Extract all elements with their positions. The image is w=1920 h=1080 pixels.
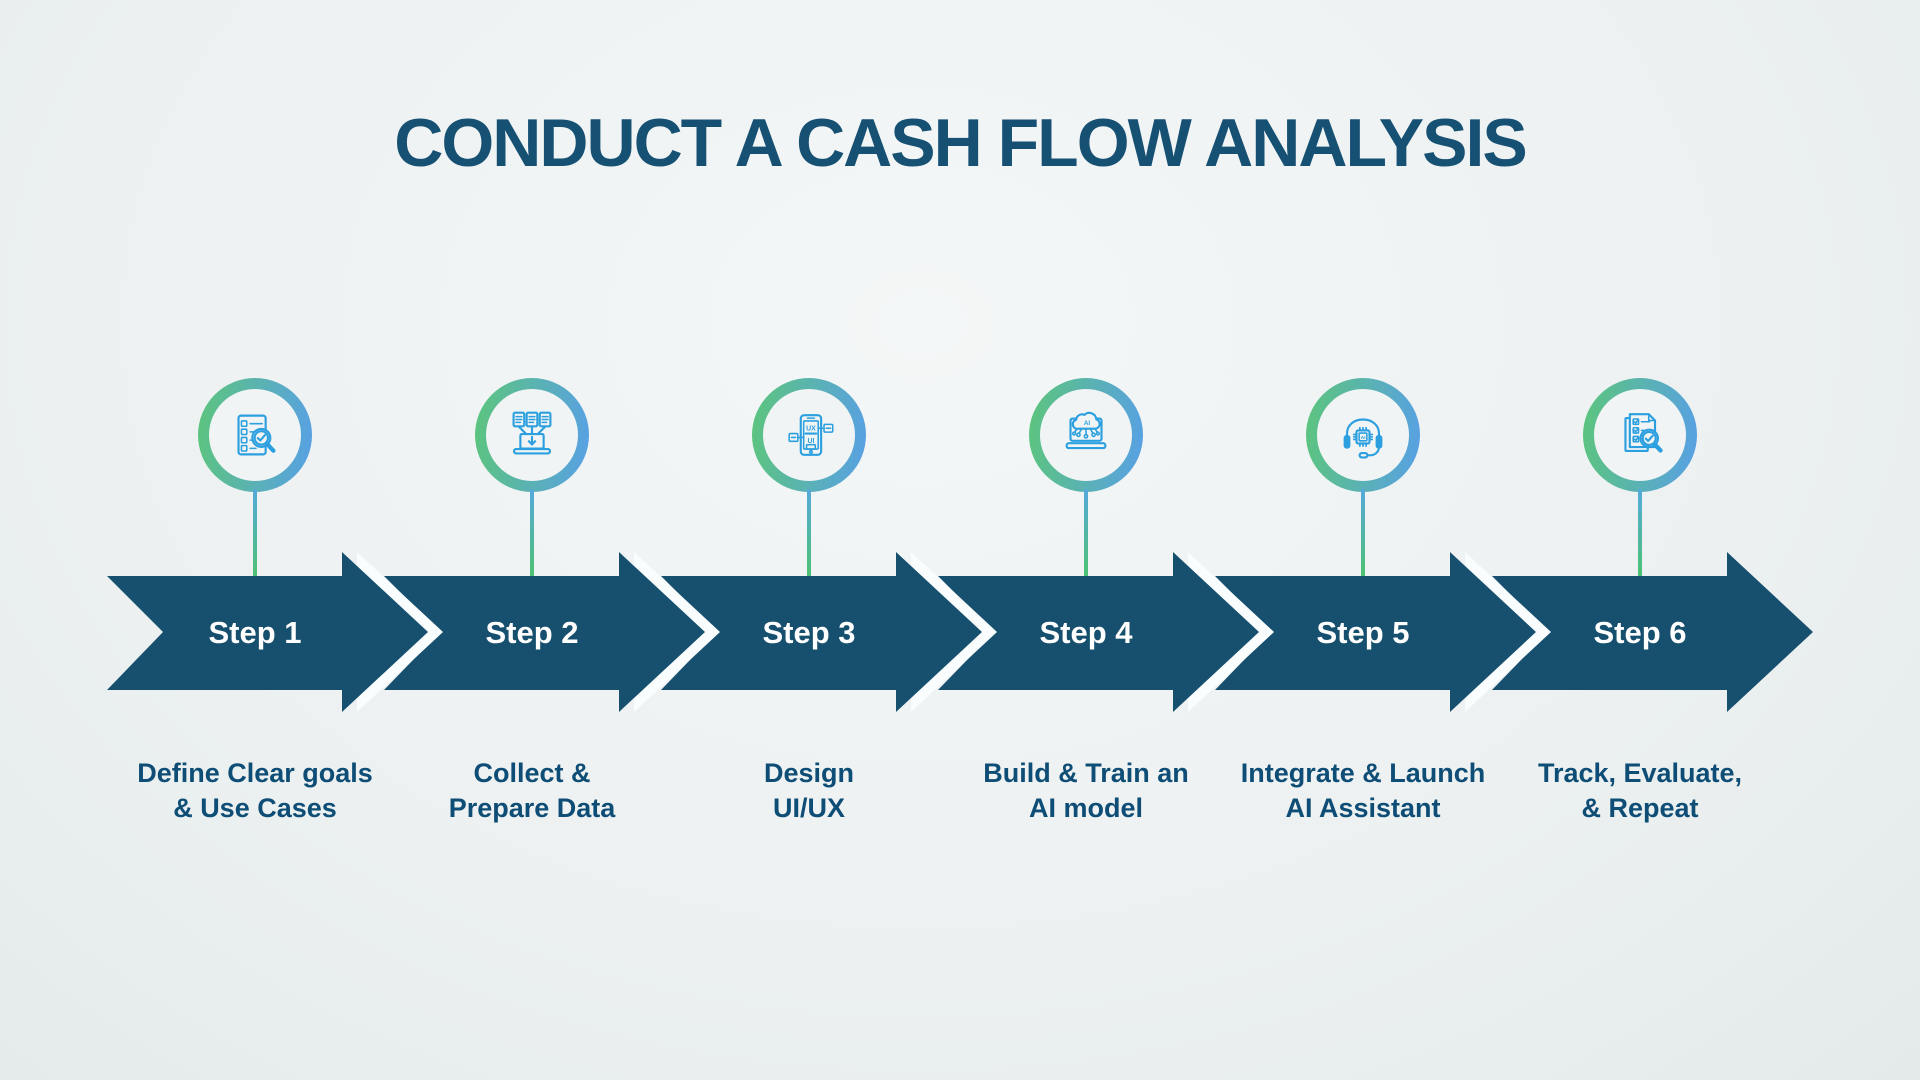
step-2-circle-inner: [486, 389, 578, 481]
step-6-description-line2: & Repeat: [1581, 793, 1699, 823]
step-1-label: Step 1: [208, 615, 302, 650]
step-3-description-line2: UI/UX: [772, 793, 845, 823]
step-6-label: Step 6: [1593, 615, 1687, 650]
step-4-description: Build & Train an AI model: [948, 756, 1224, 826]
step-4-connector-line: [1084, 489, 1088, 581]
svg-text:UX: UX: [806, 426, 816, 433]
step-5-description-line1: Integrate & Launch: [1240, 758, 1486, 788]
step-2-description-line2: Prepare Data: [448, 793, 616, 823]
step-6-connector-line: [1638, 489, 1642, 581]
step-1-description: Define Clear goals & Use Cases: [117, 756, 393, 826]
step-6-description-line1: Track, Evaluate,: [1537, 758, 1743, 788]
step-6-circle: [1583, 378, 1697, 492]
step-5-circle: AI: [1306, 378, 1420, 492]
step-2-description-line1: Collect &: [473, 758, 591, 788]
step-5-description: Integrate & Launch AI Assistant: [1225, 756, 1501, 826]
step-6-description: Track, Evaluate, & Repeat: [1502, 756, 1778, 826]
data-collection-laptop-icon: [512, 411, 552, 455]
ai-cloud-laptop-icon: AI: [1065, 411, 1107, 450]
step-3-circle-inner: UX UI: [763, 389, 855, 481]
step-5-circle-inner: AI: [1317, 389, 1409, 481]
step-5-label: Step 5: [1316, 615, 1410, 650]
step-4-description-line1: Build & Train an: [983, 758, 1189, 788]
svg-text:AI: AI: [1084, 420, 1091, 427]
step-5-connector-line: [1361, 489, 1365, 581]
step-1-description-line2: & Use Cases: [173, 793, 337, 823]
step-1-connector-line: [253, 489, 257, 581]
step-3-circle: UX UI: [752, 378, 866, 492]
ui-ux-phone-icon: UX UI: [788, 414, 834, 456]
step-3-label: Step 3: [762, 615, 856, 650]
step-4-circle-inner: AI: [1040, 389, 1132, 481]
step-3-description: Design UI/UX: [671, 756, 947, 826]
step-1-circle-inner: [209, 389, 301, 481]
evaluation-checklist-magnifier-icon: [1624, 413, 1663, 453]
step-4-label: Step 4: [1039, 615, 1133, 650]
step-2-description: Collect & Prepare Data: [394, 756, 670, 826]
page-title: CONDUCT A CASH FLOW ANALYSIS: [394, 105, 1527, 181]
step-1-circle: [198, 378, 312, 492]
step-5-description-line2: AI Assistant: [1285, 793, 1441, 823]
step-2-circle: [475, 378, 589, 492]
step-2-connector-line: [530, 489, 534, 581]
ai-chip-headset-icon: AI: [1343, 418, 1383, 459]
svg-text:AI: AI: [1361, 435, 1366, 441]
svg-text:UI: UI: [807, 438, 814, 445]
step-1-description-line1: Define Clear goals: [137, 758, 373, 788]
step-4-description-line2: AI model: [1028, 793, 1143, 823]
step-3-connector-line: [807, 489, 811, 581]
step-3-description-line1: Design: [763, 758, 855, 788]
step-4-circle: AI: [1029, 378, 1143, 492]
step-6-circle-inner: [1594, 389, 1686, 481]
goals-checklist-magnifier-icon: [237, 414, 276, 456]
step-2-label: Step 2: [485, 615, 579, 650]
